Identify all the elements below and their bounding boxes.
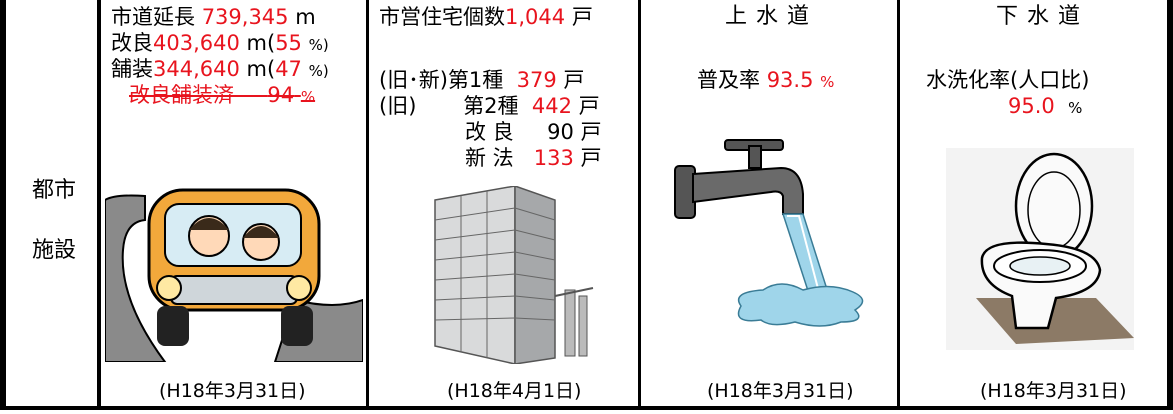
water-supply-rate-label: 普及率: [697, 68, 760, 92]
roads-improved-paved-unit: %: [300, 88, 316, 106]
housing-type1-unit: 戸: [563, 68, 585, 92]
water-faucet-illustration: [674, 139, 864, 327]
roads-paved-unit: m(: [246, 57, 276, 81]
toilet-illustration: [946, 148, 1134, 350]
housing-improved-label: 改 良: [465, 120, 514, 144]
housing-type1-value: 379: [516, 68, 557, 92]
sewerage-title: 下 水 道: [996, 4, 1081, 29]
housing-total-unit: 戸: [571, 5, 593, 29]
housing-type2-line: (旧) 第2種 442 戸: [379, 93, 600, 119]
roads-improved-paved-line: 改良舗装済 94 %: [129, 82, 315, 110]
housing-type1-label: (旧･新)第1種: [379, 68, 504, 92]
roads-length-label: 市道延長: [111, 5, 195, 29]
roads-improved-pct-unit: %): [308, 36, 329, 54]
water-supply-cell: 上 水 道 普及率 93.5 % (H18年3月31日): [641, 0, 900, 410]
apartment-building-illustration: [434, 186, 594, 364]
row-label-cell: 都市 施設: [0, 0, 101, 410]
sewerage-cell: 下 水 道 水洗化率(人口比) 95.0 % (H18年3月31日): [900, 0, 1173, 410]
row-label-line1: 都市: [32, 178, 77, 203]
sewerage-rate-value: 95.0: [1008, 94, 1055, 118]
roads-length-line: 市道延長 739,345 m: [111, 4, 316, 30]
roads-improved-pct: 55: [275, 31, 302, 55]
housing-type2-value: 442: [531, 94, 572, 118]
sewerage-rate-unit: %: [1068, 99, 1083, 117]
housing-cell: 市営住宅個数1,044 戸 (旧･新)第1種 379 戸 (旧) 第2種 442…: [369, 0, 641, 410]
roads-improved-unit: m(: [246, 31, 276, 55]
housing-new-law-value: 133: [533, 146, 574, 170]
housing-total-value: 1,044: [505, 5, 566, 29]
roads-improved-value: 403,640: [153, 31, 240, 55]
water-supply-date: (H18年3月31日): [707, 380, 854, 402]
roads-improved-label: 改良: [111, 31, 153, 55]
roads-improved-line: 改良403,640 m(55 %): [111, 30, 329, 58]
roads-paved-label: 舗装: [111, 57, 153, 81]
housing-new-law-line: 新 法 133 戸: [465, 145, 602, 171]
roads-length-unit: m: [295, 5, 316, 29]
roads-paved-value: 344,640: [153, 57, 240, 81]
roads-date: (H18年3月31日): [159, 380, 306, 402]
water-supply-rate-value: 93.5: [766, 68, 814, 92]
housing-type2-prefix: (旧): [379, 94, 417, 118]
housing-improved-line: 改 良 90 戸: [465, 119, 602, 145]
sewerage-rate-line: 95.0 %: [1008, 93, 1082, 121]
housing-type2-label: 第2種: [463, 94, 519, 118]
water-supply-rate-unit: %: [820, 73, 835, 91]
housing-total-label: 市営住宅個数: [379, 5, 505, 29]
water-supply-title: 上 水 道: [725, 4, 810, 29]
roads-paved-pct: 47: [275, 57, 302, 81]
roads-cell: 市道延長 739,345 m 改良403,640 m(55 %) 舗装344,6…: [101, 0, 369, 410]
row-label-line2: 施設: [32, 238, 77, 263]
housing-improved-value: 90: [547, 120, 574, 144]
roads-length-value: 739,345: [201, 5, 289, 29]
water-supply-rate-line: 普及率 93.5 %: [697, 67, 834, 95]
housing-type2-unit: 戸: [578, 94, 600, 118]
housing-date: (H18年4月1日): [447, 380, 582, 402]
housing-new-law-label: 新 法: [465, 146, 514, 170]
roads-paved-pct-unit: %): [308, 62, 329, 80]
housing-type1-line: (旧･新)第1種 379 戸: [379, 67, 584, 93]
housing-improved-unit: 戸: [580, 120, 602, 144]
roads-paved-line: 舗装344,640 m(47 %): [111, 56, 329, 84]
sewerage-rate-label: 水洗化率(人口比): [926, 68, 1090, 92]
housing-total-line: 市営住宅個数1,044 戸: [379, 4, 593, 30]
car-road-illustration: [105, 188, 363, 362]
sewerage-date: (H18年3月31日): [980, 380, 1127, 402]
roads-improved-paved-value: 94: [267, 83, 295, 107]
roads-improved-paved-label: 改良舗装済: [129, 83, 234, 107]
housing-new-law-unit: 戸: [580, 146, 602, 170]
